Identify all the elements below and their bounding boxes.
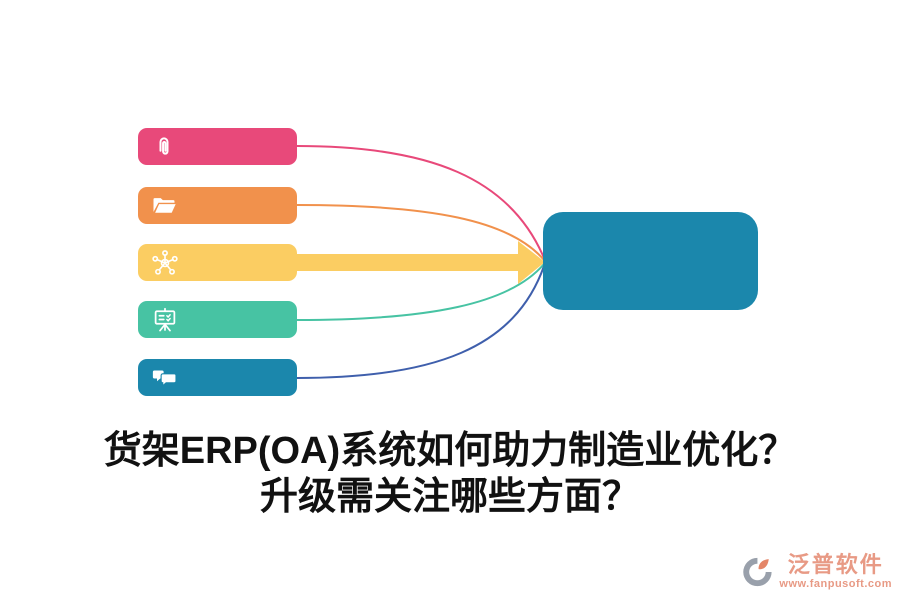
network-hub-icon	[152, 249, 178, 275]
connector-curve-4	[296, 263, 545, 321]
connector-curve-2	[296, 204, 545, 261]
watermark-url: www.fanpusoft.com	[779, 578, 892, 590]
title-line-1: 货架ERP(OA)系统如何助力制造业优化？	[103, 430, 797, 472]
watermark: 泛普软件 www.fanpusoft.com	[741, 554, 892, 590]
connector-curve-1	[296, 145, 545, 259]
watermark-brand: 泛普软件	[787, 552, 884, 577]
page-title: 货架ERP(OA)系统如何助力制造业优化？ 升级需关注哪些方面？	[0, 428, 900, 521]
paperclip-icon	[159, 136, 169, 155]
open-folder-icon	[153, 197, 176, 213]
bar-presentation	[138, 301, 297, 338]
bar-folder	[138, 187, 297, 224]
bar-chat	[138, 359, 297, 396]
target-box	[543, 212, 758, 310]
bar-attachment	[138, 128, 297, 165]
chat-bubbles-icon	[152, 370, 177, 387]
fanpu-logo-icon	[743, 557, 773, 587]
presentation-board-icon	[154, 307, 176, 331]
block-arrow	[297, 241, 545, 284]
connector-curve-5	[296, 265, 545, 379]
title-line-2: 升级需关注哪些方面？	[259, 476, 640, 519]
bar-network	[138, 244, 297, 281]
